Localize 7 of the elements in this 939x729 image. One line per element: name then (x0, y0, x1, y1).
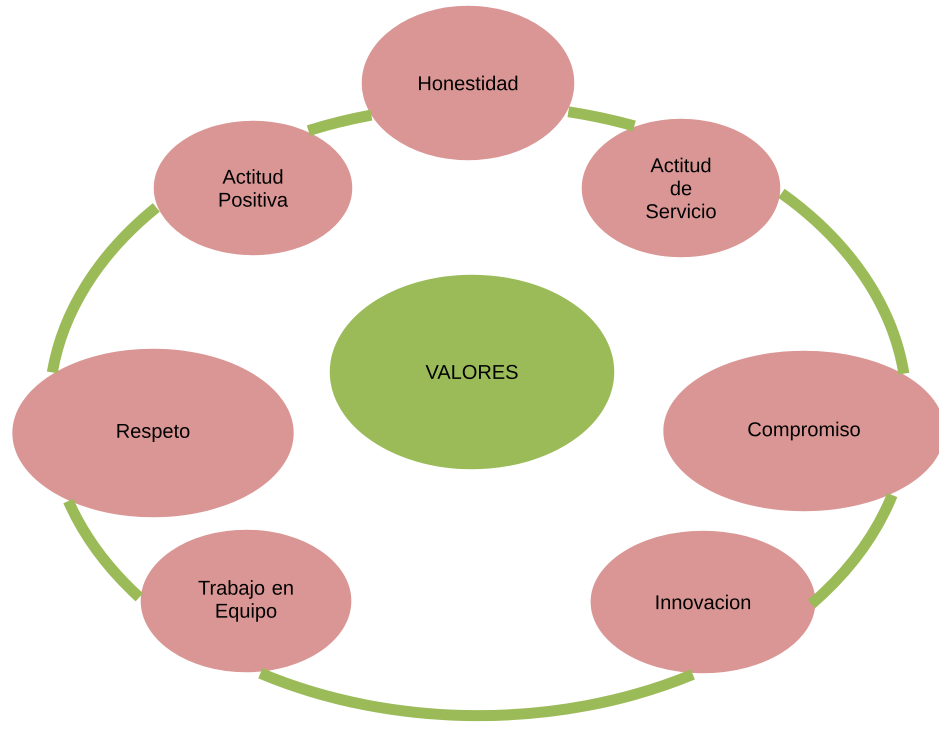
ring-arc (306, 110, 372, 136)
ring-arc (46, 203, 160, 374)
ring-arc (63, 498, 144, 602)
ring-arc (808, 492, 898, 608)
ring-arc (258, 668, 695, 722)
ring-arc (778, 188, 910, 375)
ring-arc (567, 106, 636, 132)
